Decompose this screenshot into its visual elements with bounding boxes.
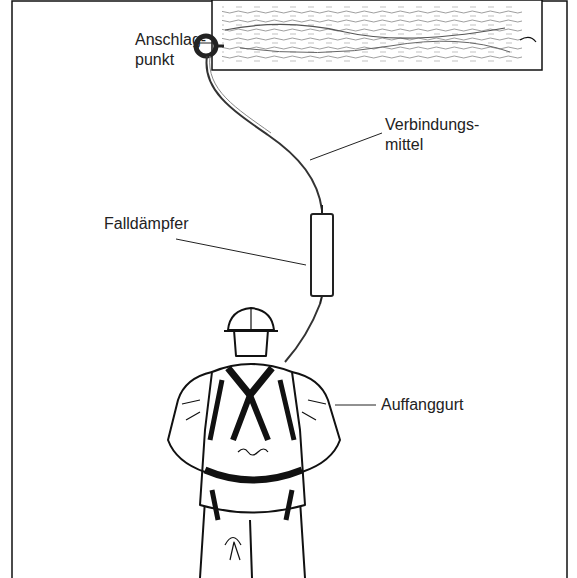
shock-absorber — [311, 205, 333, 304]
beam — [212, 0, 542, 70]
part-label: Auffanggurt — [381, 395, 491, 415]
lanyard — [206, 56, 322, 210]
lanyard — [285, 304, 320, 362]
part-label: Falldämpfer — [104, 214, 214, 234]
worker — [168, 308, 340, 578]
part-label: Anschlag- punkt — [135, 30, 213, 70]
frame — [12, 1, 567, 578]
leader-line — [176, 43, 382, 405]
part-label: Verbindungs- mittel — [385, 115, 495, 155]
lanyard-edge — [210, 56, 271, 133]
